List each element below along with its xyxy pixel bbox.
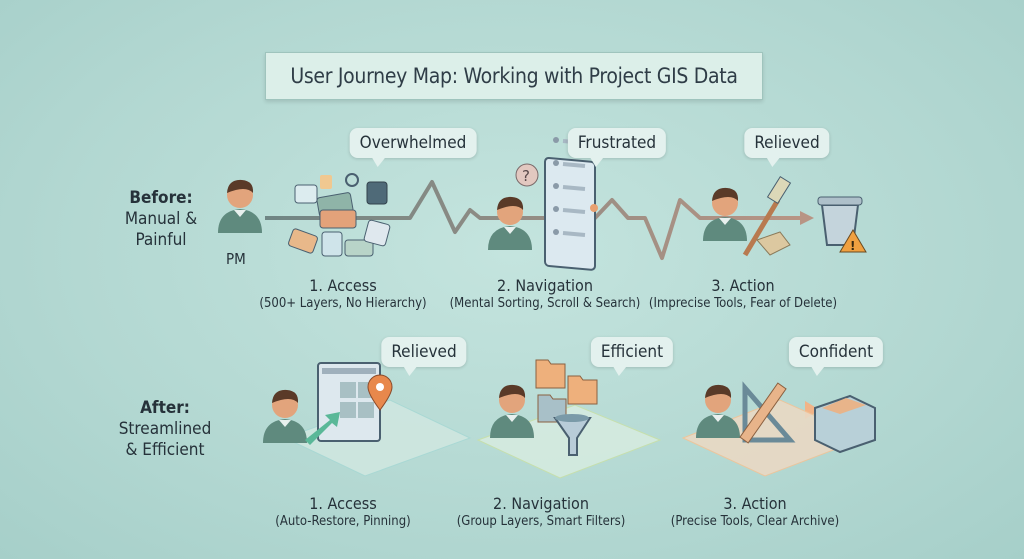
after-step-navigation: 2. Navigation(Group Layers, Smart Filter… — [457, 494, 626, 530]
emotion-bubble-confident: Confident — [788, 337, 884, 376]
before-step-action: 3. Action(Imprecise Tools, Fear of Delet… — [649, 276, 837, 312]
paintbrush-icon — [742, 175, 792, 257]
before-heading: Before: — [129, 188, 193, 208]
user-person-icon — [263, 389, 307, 443]
step-title: 3. Action — [723, 494, 787, 513]
question-bubble-icon: ? — [515, 163, 539, 187]
step-title: 1. Access — [309, 276, 377, 295]
step-title: 2. Navigation — [497, 276, 593, 295]
person-with-tool-icon — [703, 187, 747, 241]
emotion-bubble-relieved: Relieved — [744, 128, 830, 167]
before-subheading-1: Manual & — [124, 209, 198, 229]
after-subheading-2: & Efficient — [125, 440, 205, 460]
step-detail: (500+ Layers, No Hierarchy) — [259, 296, 427, 311]
before-subheading-2: Painful — [135, 230, 187, 250]
broken-shape-icon — [756, 231, 791, 256]
step-detail: (Precise Tools, Clear Archive) — [670, 514, 840, 529]
step-detail: (Mental Sorting, Scroll & Search) — [449, 296, 641, 311]
layers-chaos-icon — [288, 173, 391, 257]
emotion-bubble-efficient: Efficient — [590, 337, 674, 376]
funnel-icon — [553, 414, 592, 456]
pm-person-icon — [218, 179, 262, 233]
trash-can-icon — [817, 196, 863, 246]
before-step-access: 1. Access(500+ Layers, No Hierarchy) — [259, 276, 426, 312]
after-heading: After: — [140, 398, 190, 418]
app-window-icon — [317, 362, 381, 442]
step-detail: (Imprecise Tools, Fear of Delete) — [648, 296, 838, 311]
before-step-navigation: 2. Navigation(Mental Sorting, Scroll & S… — [450, 276, 641, 312]
confused-person-icon — [488, 196, 532, 250]
step-title: 1. Access — [309, 494, 377, 513]
long-scroll-list-icon — [544, 137, 598, 271]
before-row-label: Before: Manual & Painful — [125, 188, 197, 251]
step-detail: (Auto-Restore, Pinning) — [275, 514, 411, 529]
after-step-access: 1. Access(Auto-Restore, Pinning) — [275, 494, 410, 530]
after-row-label: After: Streamlined & Efficient — [119, 398, 212, 461]
emotion-bubble-frustrated: Frustrated — [567, 128, 667, 167]
before-arrow-head — [800, 211, 814, 225]
svg-text:!: ! — [850, 239, 855, 253]
after-subheading-1: Streamlined — [118, 419, 212, 439]
warning-icon: ! — [839, 229, 867, 253]
folders-icon — [535, 359, 598, 423]
ruler-triangle-icon — [739, 381, 796, 444]
step-detail: (Group Layers, Smart Filters) — [456, 514, 626, 529]
archive-box-icon — [814, 394, 876, 454]
before-journey-line — [265, 180, 800, 260]
upward-arrow-icon — [305, 412, 340, 445]
page-title: User Journey Map: Working with Project G… — [265, 52, 763, 100]
step-title: 2. Navigation — [493, 494, 589, 513]
after-step-action: 3. Action(Precise Tools, Clear Archive) — [671, 494, 839, 530]
map-pin-icon — [367, 374, 393, 411]
step-title: 3. Action — [711, 276, 775, 295]
svg-text:?: ? — [522, 167, 530, 185]
emotion-bubble-overwhelmed: Overwhelmed — [349, 128, 477, 167]
persona-label: PM — [226, 250, 246, 268]
emotion-bubble-relieved: Relieved — [381, 337, 467, 376]
